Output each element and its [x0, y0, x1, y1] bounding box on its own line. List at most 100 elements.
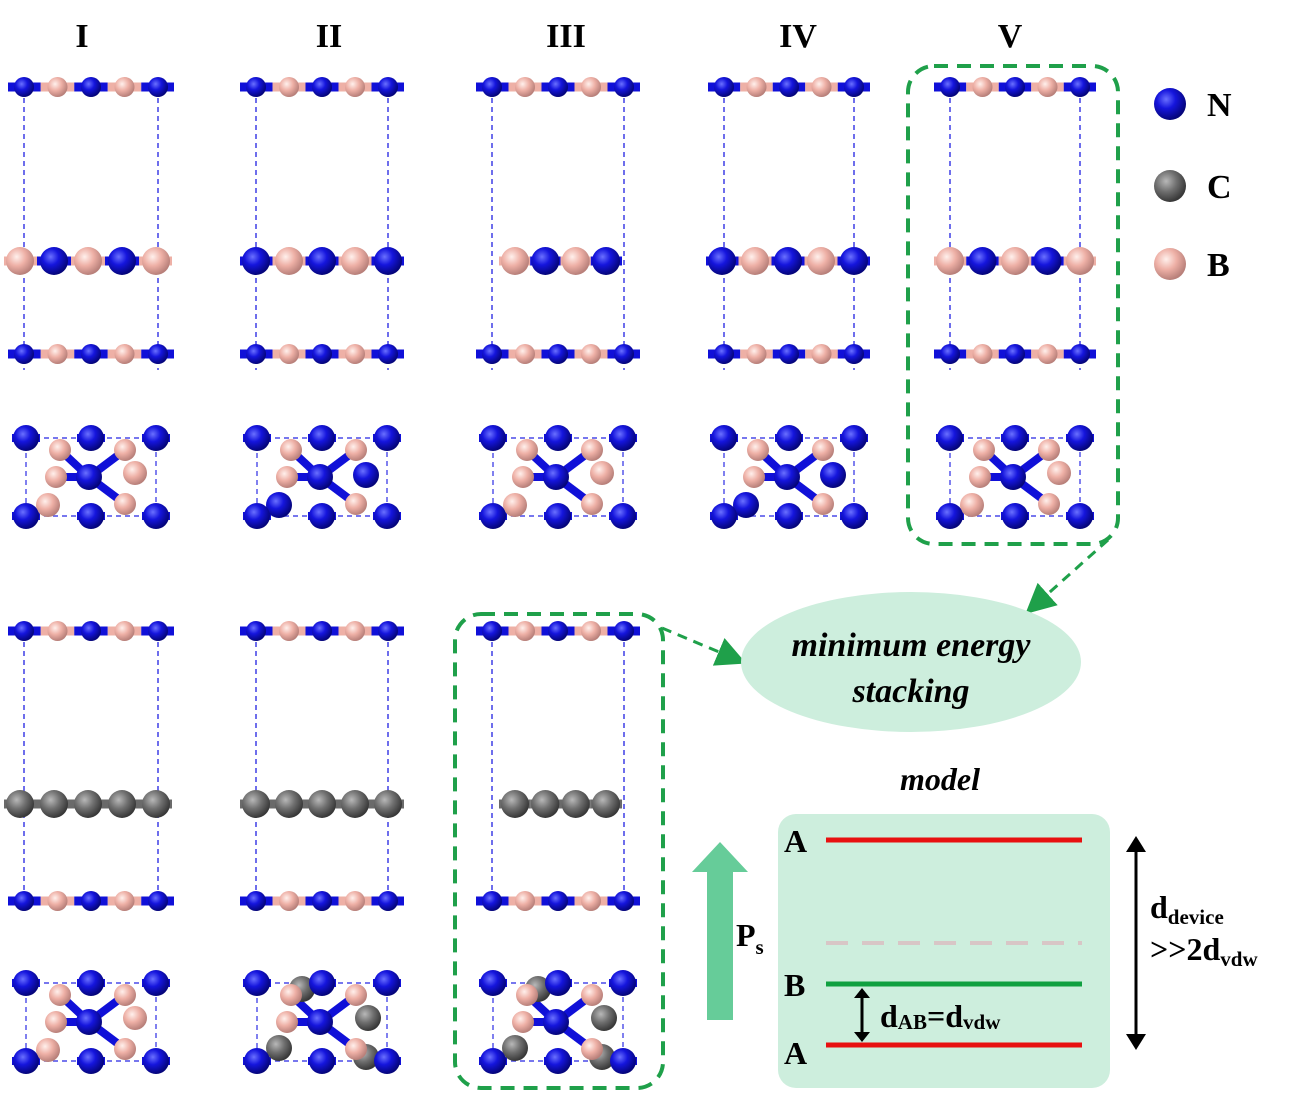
B-atom [747, 439, 769, 461]
N-atom [940, 77, 960, 97]
layer-b-label: B [784, 967, 805, 1003]
N-atom [820, 462, 846, 488]
C-atom [6, 790, 34, 818]
B-atom [45, 466, 67, 488]
N-atom [714, 77, 734, 97]
N-atom [81, 344, 101, 364]
B-atom [114, 621, 135, 641]
N-atom [14, 344, 34, 364]
legend-label-b: B [1207, 247, 1230, 284]
N-atom [148, 77, 168, 97]
B-atom [516, 984, 538, 1006]
N-atom [543, 1009, 569, 1035]
N-atom [374, 425, 400, 451]
B-atom [1038, 493, 1060, 515]
N-atom [312, 891, 332, 911]
C-atom [355, 1005, 381, 1031]
B-atom [811, 77, 832, 97]
N-atom [374, 503, 400, 529]
structure-bn-5 [934, 77, 1096, 529]
N-atom [14, 621, 34, 641]
N-atom [312, 344, 332, 364]
C-atom [275, 790, 303, 818]
N-atom [543, 464, 569, 490]
N-atom [378, 891, 398, 911]
N-atom [148, 891, 168, 911]
B-atom [114, 891, 135, 911]
N-atom [312, 621, 332, 641]
B-atom [973, 439, 995, 461]
N-atom [246, 621, 266, 641]
N-atom [353, 462, 379, 488]
C-atom [374, 790, 402, 818]
d-device-condition: >>2dvdw [1150, 931, 1258, 971]
B-atom [45, 1011, 67, 1033]
B-atom [581, 984, 603, 1006]
B-atom [114, 439, 136, 461]
B-atom [280, 984, 302, 1006]
B-atom [279, 77, 299, 97]
N-atom [143, 503, 169, 529]
N-atom [844, 344, 864, 364]
B-atom [345, 1038, 367, 1060]
N-atom [13, 970, 39, 996]
N-atom [246, 344, 266, 364]
B-atom [123, 1006, 147, 1030]
N-atom [776, 425, 802, 451]
N-atom [309, 1048, 335, 1074]
N-atom [148, 344, 168, 364]
N-atom [708, 247, 736, 275]
N-atom [378, 621, 398, 641]
B-atom [114, 493, 136, 515]
N-atom [940, 344, 960, 364]
column-labels: I II III IV V [75, 18, 1022, 55]
N-atom [1070, 344, 1090, 364]
C-atom [108, 790, 136, 818]
N-atom [78, 1048, 104, 1074]
B-atom [501, 247, 529, 275]
N-atom [482, 77, 502, 97]
bubble-line-2: stacking [851, 673, 969, 710]
N-atom [1067, 425, 1093, 451]
B-atom [581, 77, 601, 97]
B-atom [1047, 461, 1071, 485]
B-atom [515, 77, 535, 97]
B-atom [114, 1038, 136, 1060]
B-atom [345, 891, 365, 911]
B-atom [47, 621, 68, 641]
N-atom [610, 1048, 636, 1074]
d-device-label: ddevice [1150, 889, 1224, 929]
B-atom [345, 439, 367, 461]
N-atom [246, 77, 266, 97]
column-label-4: IV [779, 18, 817, 55]
N-atom [610, 425, 636, 451]
column-label-2: II [316, 18, 342, 55]
d-device-arrow: ddevice >>2dvdw [1126, 836, 1258, 1050]
B-atom [279, 891, 299, 911]
structure-bn-1 [4, 77, 174, 529]
N-atom [480, 1048, 506, 1074]
boron-atom-icon [1154, 248, 1186, 280]
N-atom [779, 344, 799, 364]
N-atom [937, 425, 963, 451]
B-atom [279, 621, 299, 641]
N-atom [714, 344, 734, 364]
N-atom [779, 77, 799, 97]
C-atom [502, 1035, 528, 1061]
N-atom [374, 1048, 400, 1074]
column-label-5: V [998, 18, 1023, 55]
N-atom [545, 1048, 571, 1074]
N-atom [81, 891, 101, 911]
N-atom [312, 77, 332, 97]
N-atom [242, 247, 270, 275]
B-atom [345, 493, 367, 515]
N-atom [40, 247, 68, 275]
N-atom [13, 1048, 39, 1074]
N-atom [374, 970, 400, 996]
B-atom [114, 344, 135, 364]
N-atom [244, 425, 270, 451]
B-atom [1037, 344, 1058, 364]
B-atom [812, 439, 834, 461]
N-atom [733, 492, 759, 518]
N-atom [614, 344, 634, 364]
